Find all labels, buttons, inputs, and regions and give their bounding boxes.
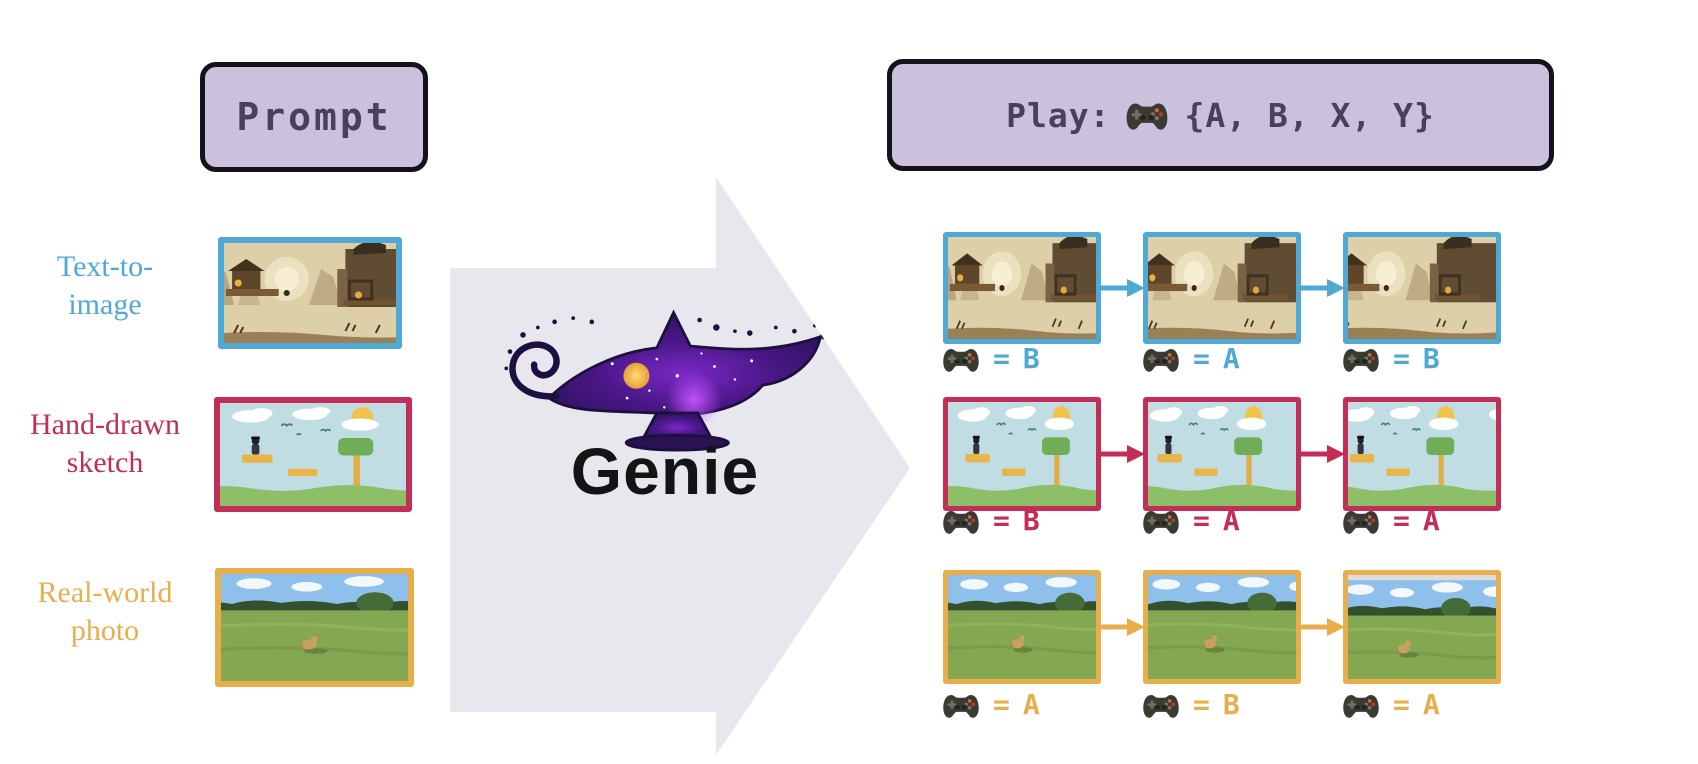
- generated-frame: [1143, 232, 1301, 344]
- generated-frame: [1343, 397, 1501, 511]
- generated-frame: [1143, 397, 1301, 511]
- play-label: Play:: [1006, 95, 1111, 135]
- gamepad-icon: [1343, 510, 1379, 534]
- generated-frame: [943, 570, 1101, 684]
- gamepad-icon: [1143, 694, 1179, 718]
- frame-arrow-icon: [1099, 277, 1145, 299]
- generated-frame: [1343, 232, 1501, 344]
- generated-frame: [943, 397, 1101, 511]
- frame-arrow-icon: [1099, 443, 1145, 465]
- action-letter: B: [1222, 688, 1241, 721]
- gamepad-icon: [1143, 348, 1179, 372]
- genie-lamp-icon: [504, 309, 828, 452]
- gamepad-icon: [943, 694, 979, 718]
- action-label: = B: [941, 342, 1041, 375]
- action-letter: B: [1022, 342, 1041, 375]
- frame-arrow-icon: [1299, 616, 1345, 638]
- gamepad-icon: [1343, 348, 1379, 372]
- gamepad-icon: [1343, 694, 1379, 718]
- generated-frame: [1343, 570, 1501, 684]
- genie-title: Genie: [570, 434, 760, 508]
- prompt-thumbnail-text-to-image: [218, 237, 402, 349]
- action-label: = A: [1141, 504, 1241, 537]
- gamepad-icon: [943, 510, 979, 534]
- action-letter: A: [1222, 504, 1241, 537]
- action-label: = A: [941, 688, 1041, 721]
- action-letter: B: [1022, 504, 1041, 537]
- action-letter: A: [1422, 504, 1441, 537]
- row-label-hand-drawn-sketch: Hand-drawn sketch: [30, 408, 180, 479]
- action-label: = A: [1341, 504, 1441, 537]
- frame-arrow-icon: [1099, 616, 1145, 638]
- gamepad-icon: [1127, 103, 1168, 130]
- frame-arrow-icon: [1299, 443, 1345, 465]
- action-letter: A: [1222, 342, 1241, 375]
- prompt-thumbnail-real-world-photo: [215, 568, 414, 687]
- prompt-thumbnail-hand-drawn-sketch: [214, 397, 412, 512]
- row-label-real-world-photo: Real-world photo: [37, 576, 173, 647]
- action-label: = B: [1341, 342, 1441, 375]
- generated-frame: [1143, 570, 1301, 684]
- action-label: = B: [1141, 688, 1241, 721]
- play-box: Play: {A, B, X, Y}: [887, 59, 1554, 171]
- action-label: = A: [1141, 342, 1241, 375]
- action-letter: A: [1022, 688, 1041, 721]
- gamepad-icon: [943, 348, 979, 372]
- row-label-text-to-image: Text-to- image: [56, 250, 154, 321]
- prompt-label: Prompt: [236, 95, 392, 139]
- prompt-box: Prompt: [200, 62, 428, 172]
- gamepad-icon: [1143, 510, 1179, 534]
- action-letter: B: [1422, 342, 1441, 375]
- play-actions-label: {A, B, X, Y}: [1184, 95, 1435, 135]
- action-label: = B: [941, 504, 1041, 537]
- action-letter: A: [1422, 688, 1441, 721]
- generated-frame: [943, 232, 1101, 344]
- action-label: = A: [1341, 688, 1441, 721]
- genie-arrow: Genie: [450, 177, 910, 755]
- frame-arrow-icon: [1299, 277, 1345, 299]
